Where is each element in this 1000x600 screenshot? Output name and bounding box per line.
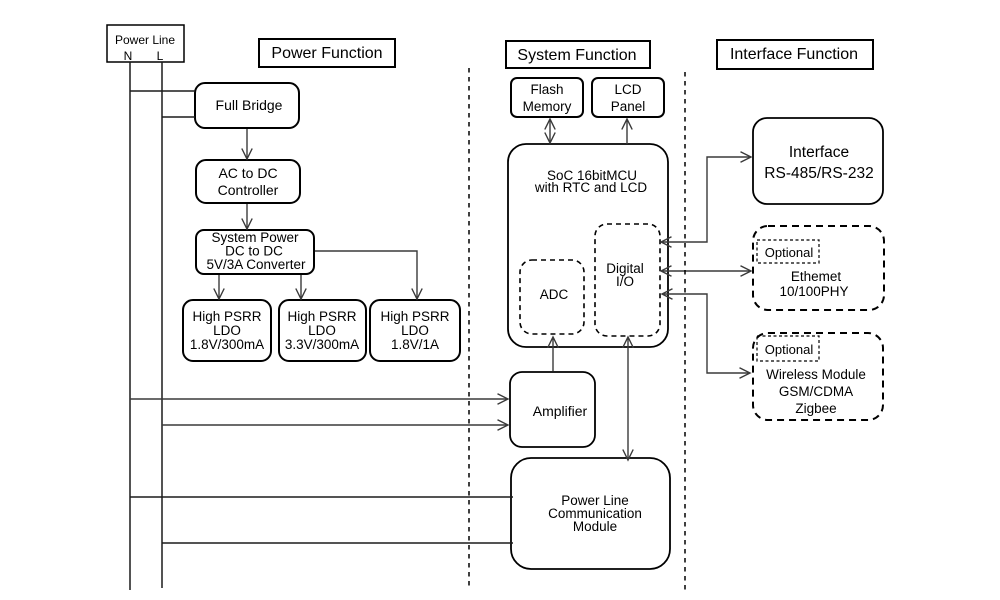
svg-text:Digital: Digital xyxy=(606,261,644,276)
svg-text:Power Function: Power Function xyxy=(271,45,382,62)
svg-text:AC to DC: AC to DC xyxy=(218,165,277,181)
svg-text:10/100PHY: 10/100PHY xyxy=(779,284,848,299)
svg-text:LDO: LDO xyxy=(308,323,336,338)
svg-text:with RTC and LCD: with RTC and LCD xyxy=(534,180,648,195)
svg-text:1.8V/1A: 1.8V/1A xyxy=(391,337,439,352)
svg-text:Flash: Flash xyxy=(530,82,563,97)
svg-text:N: N xyxy=(124,49,133,63)
svg-text:3.3V/300mA: 3.3V/300mA xyxy=(285,337,359,352)
svg-text:LDO: LDO xyxy=(401,323,429,338)
svg-text:Optional: Optional xyxy=(765,342,814,357)
svg-text:DC to DC: DC to DC xyxy=(225,244,283,259)
svg-text:Zigbee: Zigbee xyxy=(795,401,836,416)
svg-text:Wireless Module: Wireless Module xyxy=(766,367,866,382)
svg-text:Controller: Controller xyxy=(218,182,279,198)
svg-text:System Function: System Function xyxy=(517,47,636,64)
svg-text:GSM/CDMA: GSM/CDMA xyxy=(779,384,853,399)
svg-text:Memory: Memory xyxy=(523,99,572,114)
svg-text:L: L xyxy=(157,49,164,63)
svg-text:SoC 16bitMCU: SoC 16bitMCU xyxy=(547,168,637,183)
svg-text:Module: Module xyxy=(573,519,617,534)
svg-text:Amplifier: Amplifier xyxy=(533,403,588,419)
svg-text:High PSRR: High PSRR xyxy=(192,309,261,324)
svg-text:High PSRR: High PSRR xyxy=(287,309,356,324)
svg-text:Interface: Interface xyxy=(789,144,849,161)
svg-text:1.8V/300mA: 1.8V/300mA xyxy=(190,337,264,352)
svg-text:Panel: Panel xyxy=(611,99,646,114)
svg-text:Power Line: Power Line xyxy=(115,33,175,47)
svg-text:Optional: Optional xyxy=(765,245,814,260)
svg-text:RS-485/RS-232: RS-485/RS-232 xyxy=(764,165,873,182)
svg-text:I/O: I/O xyxy=(616,274,634,289)
svg-text:High PSRR: High PSRR xyxy=(380,309,449,324)
svg-text:Power Line: Power Line xyxy=(561,493,629,508)
svg-text:Interface Function: Interface Function xyxy=(730,46,858,63)
svg-text:Ethemet: Ethemet xyxy=(791,269,842,284)
svg-text:LDO: LDO xyxy=(213,323,241,338)
svg-text:Communication: Communication xyxy=(548,506,642,521)
svg-text:5V/3A Converter: 5V/3A Converter xyxy=(206,257,306,272)
svg-text:Full Bridge: Full Bridge xyxy=(216,97,283,113)
svg-text:ADC: ADC xyxy=(540,287,569,302)
svg-text:System Power: System Power xyxy=(211,230,299,245)
svg-text:LCD: LCD xyxy=(614,82,641,97)
